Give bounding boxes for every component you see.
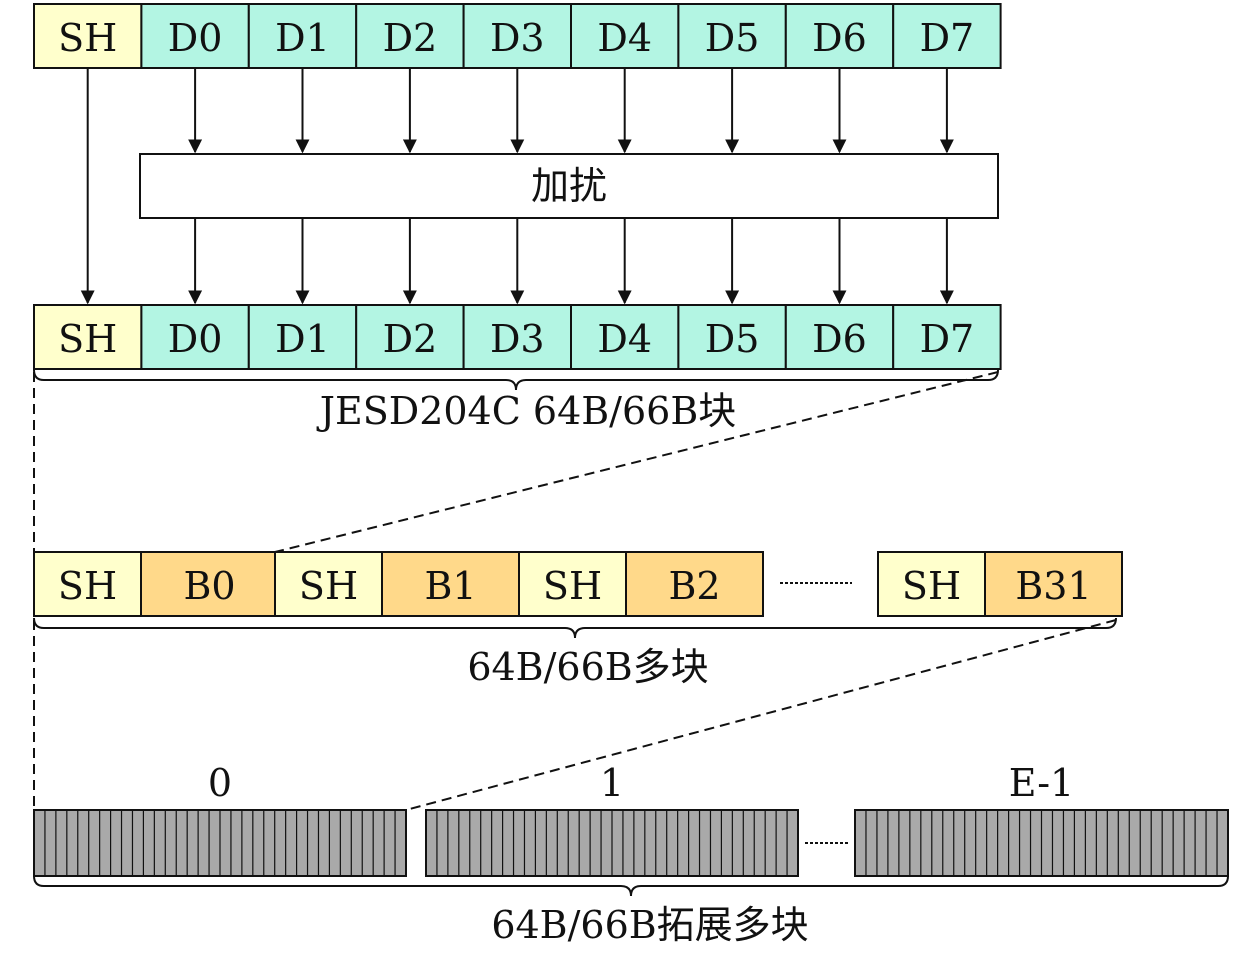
- output-block-cell-label: SH: [58, 317, 117, 361]
- extended-multiblock-index: 0: [208, 761, 232, 805]
- input-block-cell-label: D6: [812, 16, 867, 60]
- output-block-brace: [33, 369, 999, 391]
- multiblock-sh-label: SH: [543, 564, 602, 608]
- input-block-cell-label: D1: [275, 16, 330, 60]
- input-block-cell-d0: [140, 3, 250, 69]
- output-block-cell-label: D7: [920, 317, 975, 361]
- multiblock-sh-cell: [877, 551, 986, 617]
- output-block-cell-d5: [677, 304, 787, 370]
- input-block-cell-label: D0: [168, 16, 223, 60]
- arrows: [80, 68, 954, 305]
- input-block-cell-sh: [33, 3, 143, 69]
- input-block-cell-label: D3: [490, 16, 545, 60]
- output-block-cell-d7: [892, 304, 1002, 370]
- extended-multiblock-index: 1: [600, 761, 624, 805]
- output-block-caption: JESD204C 64B/66B块: [316, 389, 737, 433]
- output-block-cell-sh: [33, 304, 143, 370]
- input-block-cell-d6: [784, 3, 895, 69]
- input-block-cell-label: D2: [383, 16, 438, 60]
- input-block-cell-d4: [570, 3, 680, 69]
- scrambler: 加扰: [139, 153, 999, 219]
- extended-multiblock-caption: 64B/66B拓展多块: [491, 903, 808, 947]
- multiblock-sh-label: SH: [902, 564, 961, 608]
- input-block: SH D0 D1 D2 D3 D4 D5 D6 D7: [33, 3, 1002, 69]
- input-block-cell-label: D4: [597, 16, 652, 60]
- output-block-cell-label: D2: [383, 317, 438, 361]
- output-block-cell-d6: [784, 304, 895, 370]
- output-block: SH D0 D1 D2 D3 D4 D5 D6 D7: [33, 304, 1002, 370]
- input-block-cell-label: SH: [58, 16, 117, 60]
- input-block-cell-label: D5: [705, 16, 760, 60]
- multiblock-data-label: B1: [424, 564, 476, 608]
- output-block-cell-label: D3: [490, 317, 545, 361]
- output-block-cell-d4: [570, 304, 680, 370]
- zoom-line-right-1: [274, 371, 999, 553]
- output-block-cell-label: D1: [275, 317, 330, 361]
- scrambler-box: [139, 153, 999, 219]
- multiblock-sh-label: SH: [299, 564, 358, 608]
- multiblock: SH B0 SH B1 SH B2 SH B31: [33, 551, 1123, 617]
- multiblock-data-label: B2: [668, 564, 720, 608]
- output-block-cell-label: D0: [168, 317, 223, 361]
- multiblock-data-label: B31: [1015, 564, 1091, 608]
- multiblock-caption: 64B/66B多块: [467, 645, 708, 689]
- multiblock-sh-cell: [274, 551, 383, 617]
- extended-multiblock-brace: [33, 875, 1229, 897]
- output-block-cell-label: D5: [705, 317, 760, 361]
- zoom-line-right-2: [405, 619, 1117, 811]
- output-block-cell-d3: [462, 304, 573, 370]
- extended-multiblock: 0 1 E-1: [33, 761, 1229, 877]
- multiblock-sh-label: SH: [58, 564, 117, 608]
- input-block-cell-label: D7: [920, 16, 975, 60]
- multiblock-data-cell-b31: [984, 551, 1123, 617]
- output-block-cell-label: D4: [597, 317, 652, 361]
- extended-multiblock-index: E-1: [1009, 761, 1074, 805]
- scrambler-label: 加扰: [531, 164, 607, 208]
- output-block-cell-label: D6: [812, 317, 867, 361]
- multiblock-brace: [33, 617, 1117, 639]
- multiblock-data-cell-b2: [625, 551, 764, 617]
- multiblock-sh-cell: [518, 551, 627, 617]
- multiblock-data-cell-b0: [140, 551, 279, 617]
- multiblock-sh-cell: [33, 551, 142, 617]
- multiblock-data-cell-b1: [381, 551, 520, 617]
- multiblock-data-label: B0: [183, 564, 235, 608]
